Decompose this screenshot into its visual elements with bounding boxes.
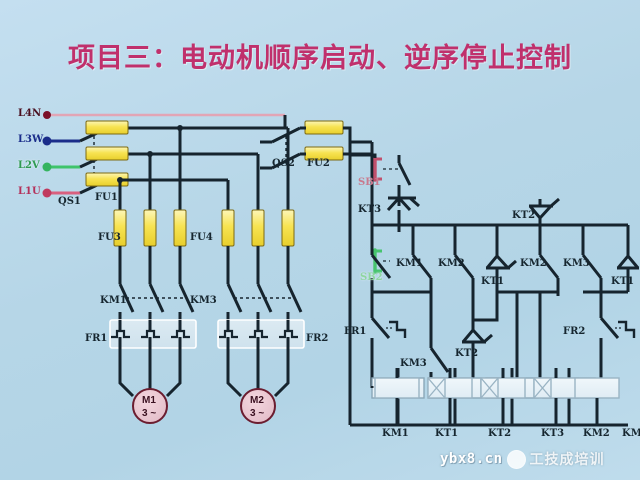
coil-box-kt3[interactable] (533, 377, 579, 399)
label-km3-aux: KM3 (563, 258, 590, 269)
label-km1-main: KM1 (100, 295, 127, 306)
label-m2-phase: 3 ~ (250, 408, 265, 419)
label-km2-aux-left: KM2 (438, 258, 465, 269)
label-sb2: SB2 (360, 272, 383, 283)
isolator-qs2[interactable] (260, 115, 301, 170)
page-title: 项目三：电动机顺序启动、逆序停止控制 (68, 43, 572, 74)
motor-m1 (132, 388, 168, 424)
label-m2: M2 (250, 395, 264, 406)
label-kt1-right: KT1 (611, 276, 635, 287)
overload-contact-fr1[interactable] (370, 292, 407, 386)
timer-contact-kt3[interactable] (386, 192, 420, 225)
watermark-logo-icon (506, 449, 526, 469)
label-coil-kt3: KT3 (541, 428, 565, 439)
coil-box-km1[interactable] (374, 377, 420, 399)
label-l4n: L4N (18, 108, 42, 119)
aux-contact-km3-branch[interactable] (429, 292, 450, 386)
supply-dot-l2v (42, 162, 52, 172)
motor-m2 (240, 388, 276, 424)
contactor-km3-main[interactable] (226, 283, 303, 320)
coil-row-final (374, 377, 620, 399)
coil-box-kt1[interactable] (427, 377, 473, 399)
aux-contact-km3[interactable] (581, 248, 603, 292)
label-coil-km2: KM2 (583, 428, 610, 439)
label-kt1-left: KT1 (481, 276, 505, 287)
supply-lines (42, 111, 285, 198)
power-mid-wires (118, 246, 290, 284)
contactor-km1-main[interactable] (118, 283, 195, 320)
label-m1: M1 (142, 395, 156, 406)
fuses-fu2 (300, 120, 344, 161)
aux-contact-km1[interactable] (372, 248, 433, 294)
label-l1u: L1U (18, 186, 41, 197)
label-sb1: SB1 (358, 177, 381, 188)
label-coil-km1: KM1 (382, 428, 409, 439)
label-km2-aux-right: KM2 (520, 258, 547, 269)
label-kt3-contact: KT3 (358, 204, 382, 215)
label-fr2-contact: FR2 (563, 326, 586, 337)
label-l3w: L3W (18, 134, 44, 145)
label-km3-branch: KM3 (400, 358, 427, 369)
label-kt2-top: KT2 (512, 210, 536, 221)
fuses-fu3 (113, 209, 187, 247)
timer-contact-kt1-right[interactable] (583, 248, 640, 294)
power-drops (118, 126, 290, 212)
pushbutton-sb2[interactable] (370, 248, 392, 292)
label-m1-phase: 3 ~ (142, 408, 157, 419)
coil-bottom-wires (395, 368, 599, 425)
coil-box-km2[interactable] (574, 377, 620, 399)
timer-contact-kt1-left[interactable] (485, 248, 517, 292)
label-fr2-power: FR2 (306, 333, 329, 344)
timer-contact-kt2-mid[interactable] (461, 292, 499, 386)
label-qs2: QS2 (272, 158, 295, 169)
label-coil-km3: KM3 (622, 428, 640, 439)
supply-dot-l3w (42, 136, 52, 146)
label-km3-main: KM3 (190, 295, 217, 306)
watermark-brand: 工技成培训 (529, 452, 605, 468)
timer-contact-kt2-top[interactable] (528, 197, 560, 225)
power-circuit (42, 111, 305, 424)
ladder-top-bus (370, 223, 630, 248)
label-fu2: FU2 (307, 158, 330, 169)
label-l2v: L2V (18, 160, 40, 171)
fuses-fu4 (221, 209, 295, 247)
junction-dots (117, 125, 183, 183)
label-qs1: QS1 (58, 196, 81, 207)
label-fu4: FU4 (190, 232, 213, 243)
supply-dot-l1u (42, 188, 52, 198)
overload-contact-fr2[interactable] (599, 292, 636, 386)
overload-fr2 (217, 319, 305, 370)
aux-contact-km2-left[interactable] (453, 248, 475, 292)
label-fu3: FU3 (98, 232, 121, 243)
label-coil-kt2: KT2 (488, 428, 512, 439)
aux-contact-km2-right[interactable] (497, 248, 560, 294)
overload-fr1 (109, 319, 197, 370)
watermark-site: ybx8.cn (440, 451, 503, 467)
label-kt2-mid: KT2 (455, 348, 479, 359)
supply-dot-l4n (43, 111, 51, 119)
label-km1-aux: KM1 (396, 258, 423, 269)
label-fu1: FU1 (95, 192, 118, 203)
label-coil-kt1: KT1 (435, 428, 459, 439)
coil-box-kt2[interactable] (480, 377, 526, 399)
label-fr1-contact: FR1 (344, 326, 367, 337)
label-fr1-power: FR1 (85, 333, 108, 344)
watermark: ybx8.cn 工技成培训 (440, 444, 640, 474)
